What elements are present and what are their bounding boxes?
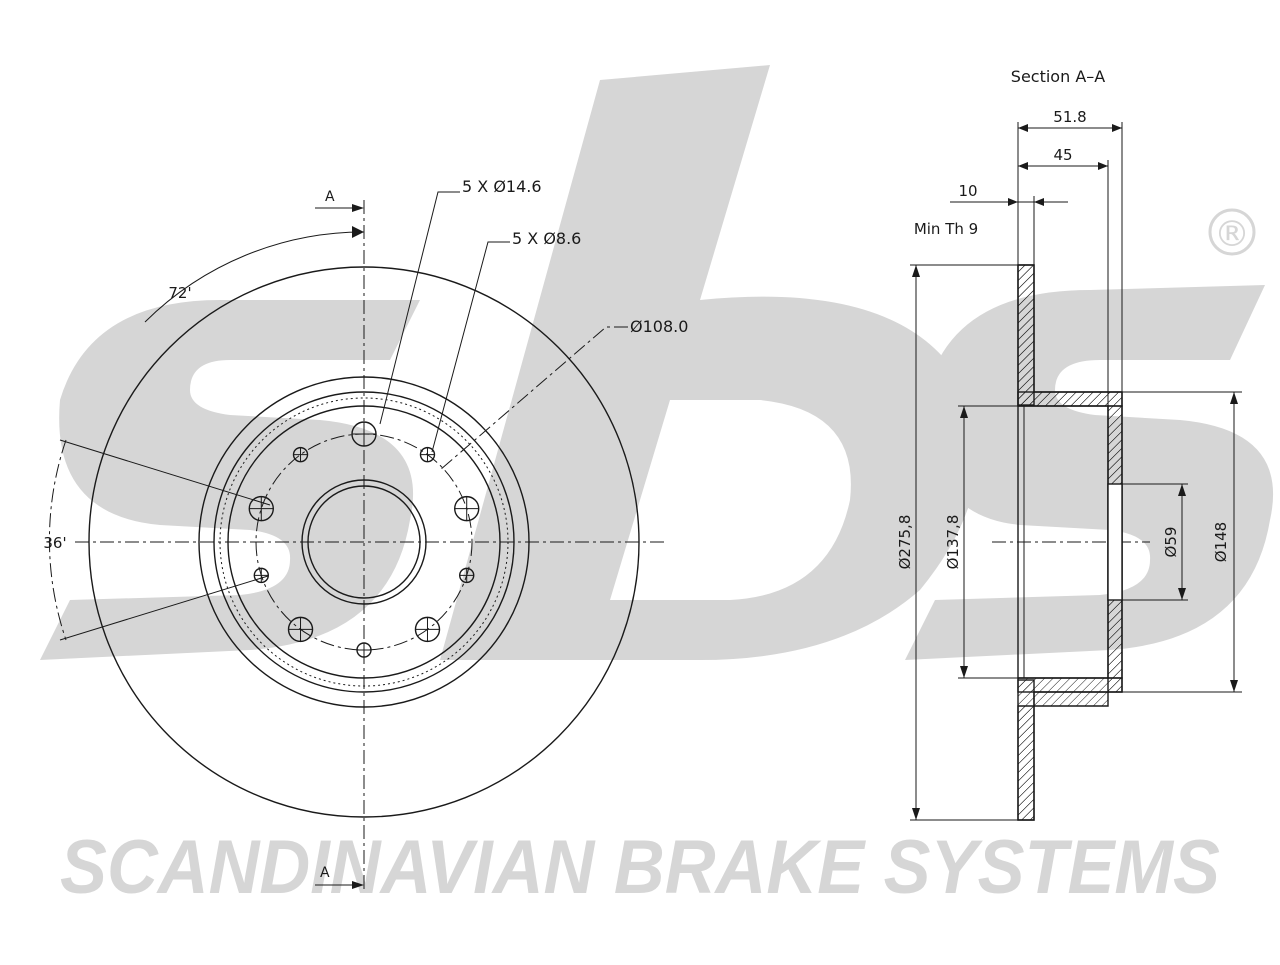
center-bore xyxy=(301,479,427,605)
section-bore xyxy=(1107,483,1123,601)
min-thickness-note: Min Th 9 xyxy=(914,220,978,238)
dim-arrow-hatout-t xyxy=(1230,392,1238,404)
section-arrow-bottom-head xyxy=(352,881,364,889)
section-view: Section A–A 51.8 45 10 Min Th 9 xyxy=(896,67,1242,821)
bolt-holes xyxy=(248,421,480,658)
section-marker-top: A xyxy=(325,189,335,205)
watermark-letter-b xyxy=(440,65,978,660)
registered-mark-glyph: ® xyxy=(1214,214,1250,255)
dim-hat-inner-diameter: Ø137,8 xyxy=(944,515,962,570)
angle-arc-72-arrowhead xyxy=(352,226,364,238)
section-arrow-top-head xyxy=(352,204,364,212)
section-title: Section A–A xyxy=(1011,67,1105,86)
callout-pcd: Ø108.0 xyxy=(630,317,688,336)
callout-large-holes: 5 X Ø14.6 xyxy=(462,177,542,196)
disc-outer-edge xyxy=(88,266,640,818)
dim-total-height: 51.8 xyxy=(1053,108,1086,126)
hat-outer-edge xyxy=(213,391,515,693)
dim-arrow-thk-r xyxy=(1034,198,1044,206)
section-hat-bottom xyxy=(1017,677,1123,693)
angle-label-72: 72' xyxy=(168,284,191,302)
dim-arrow-hatin-b xyxy=(960,666,968,678)
dim-arrow-hatout-b xyxy=(1230,680,1238,692)
angle-36-leader-top xyxy=(59,439,271,506)
dim-thickness: 10 xyxy=(958,182,977,200)
dim-outer-diameter: Ø275,8 xyxy=(896,515,914,570)
leader-large-holes xyxy=(379,191,460,425)
center-bore-step xyxy=(307,485,421,599)
dim-arrow-bore-t xyxy=(1178,484,1186,496)
section-hat-top xyxy=(1017,391,1123,407)
dim-arrow-total-r xyxy=(1112,124,1122,132)
dim-arrow-hat-r xyxy=(1098,162,1108,170)
dim-arrow-bore-b xyxy=(1178,588,1186,600)
registered-trademark-icon: ® xyxy=(1208,208,1256,256)
callout-small-holes: 5 X Ø8.6 xyxy=(512,229,581,248)
dim-arrow-outer-b xyxy=(912,808,920,820)
dim-arrow-hatin-t xyxy=(960,406,968,418)
angle-arc-36 xyxy=(48,439,67,641)
front-view: 72' 36' A A 5 X Ø14.6 5 X Ø8.6 Ø108.0 xyxy=(43,177,688,890)
leader-small-holes xyxy=(431,241,510,453)
section-friction-bottom xyxy=(1017,679,1035,821)
angle-arc-72 xyxy=(144,231,365,323)
watermark-letter-s2 xyxy=(905,285,1274,660)
angle-label-36: 36' xyxy=(43,534,66,552)
dim-hat-outer-diameter: Ø148 xyxy=(1212,522,1230,562)
sbs-watermark-logo xyxy=(40,65,1274,660)
leader-pcd xyxy=(439,326,628,471)
dim-arrow-total-l xyxy=(1018,124,1028,132)
hat-dotted-ring xyxy=(219,397,509,687)
dim-arrow-hat-l xyxy=(1018,162,1028,170)
dim-arrow-outer-t xyxy=(912,265,920,277)
friction-ring-inner-edge xyxy=(198,376,530,708)
angle-36-leader-bottom xyxy=(59,575,269,641)
dim-hat-height: 45 xyxy=(1053,146,1072,164)
hat-inner-edge xyxy=(227,405,501,679)
section-friction-top xyxy=(1017,264,1035,406)
watermark-tagline: SCANDINAVIAN BRAKE SYSTEMS xyxy=(60,825,1220,910)
section-marker-bottom: A xyxy=(320,865,330,881)
dim-bore-diameter: Ø59 xyxy=(1162,527,1180,558)
dim-arrow-thk-l xyxy=(1008,198,1018,206)
